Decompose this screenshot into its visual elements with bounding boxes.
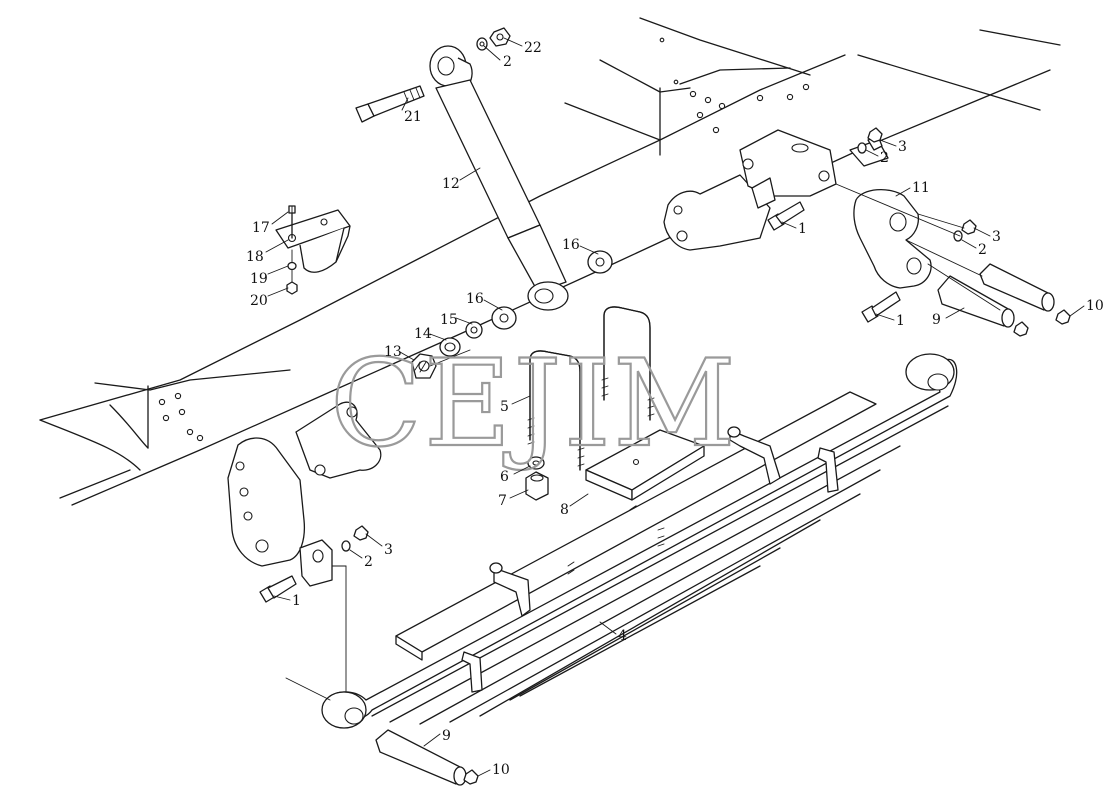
callout-19: 19	[250, 271, 268, 287]
washer-16-upper	[587, 250, 613, 274]
watermark: CEJIM	[330, 335, 738, 474]
callout-3-right-mid: 3	[992, 229, 1001, 245]
callout-1-left: 1	[292, 593, 301, 609]
callout-1-upper-right: 1	[798, 221, 807, 237]
callout-16-upper: 16	[562, 237, 580, 253]
washer-16-lower	[491, 306, 517, 330]
callout-2-top: 2	[503, 54, 512, 70]
nut-3-washer-2-right-top	[857, 127, 883, 154]
bracket-17-20	[275, 205, 351, 295]
callout-13: 13	[384, 344, 402, 360]
callout-8: 8	[560, 502, 569, 518]
spring-clip-3	[727, 426, 781, 485]
callout-18: 18	[246, 249, 264, 265]
spring-pin-9-left	[375, 729, 467, 786]
callout-21: 21	[404, 109, 422, 125]
callout-16-lower: 16	[466, 291, 484, 307]
callout-17: 17	[252, 220, 270, 236]
nut-3-washer-2-left	[341, 525, 369, 552]
spring-pin-9-right	[937, 263, 1055, 328]
nut-10-left	[463, 769, 479, 785]
callout-20: 20	[250, 293, 268, 309]
u-bolt-5	[527, 306, 655, 471]
nut-22-washer-2	[476, 27, 511, 51]
callout-3-left: 3	[384, 542, 393, 558]
callout-12: 12	[442, 176, 460, 192]
bolt-21	[355, 85, 425, 123]
nut-7	[525, 471, 549, 501]
nut-3-washer-2-right-mid	[953, 219, 977, 242]
front-hanger-bracket	[227, 401, 382, 587]
nut-13	[411, 353, 437, 379]
assembly-lines	[285, 183, 1001, 701]
washer-14	[439, 337, 461, 357]
spring-clip-1	[489, 562, 531, 617]
callout-10-right: 10	[1086, 298, 1104, 314]
callout-2-right-top: 2	[880, 150, 889, 166]
callout-22: 22	[524, 40, 542, 56]
callout-9-right: 9	[932, 312, 941, 328]
rear-hanger-bracket	[663, 129, 837, 251]
shackle-11	[853, 189, 932, 289]
callout-2-left: 2	[364, 554, 373, 570]
callout-14: 14	[414, 326, 432, 342]
callout-3-right-top: 3	[898, 139, 907, 155]
spring-clip-4	[817, 447, 839, 493]
callout-15: 15	[440, 312, 458, 328]
callout-6: 6	[500, 469, 509, 485]
callout-2-right-mid: 2	[978, 242, 987, 258]
washer-6	[527, 456, 545, 470]
callout-10-left: 10	[492, 762, 510, 778]
callout-labels: 21 22 2 12 17 18 19 20 16 16 15 14 13 5 …	[246, 40, 1104, 778]
washer-15	[465, 321, 483, 339]
callout-4: 4	[618, 628, 627, 644]
callout-5: 5	[500, 399, 509, 415]
callout-7: 7	[498, 493, 507, 509]
frame-rail	[39, 17, 1061, 506]
callout-1-lower-right: 1	[896, 313, 905, 329]
bolt-1-lower-right	[861, 291, 901, 323]
spring-clip-2	[461, 651, 483, 693]
leader-lines	[265, 37, 1085, 777]
bolt-1-left	[259, 575, 297, 603]
callout-9-left: 9	[442, 728, 451, 744]
callout-11: 11	[912, 180, 930, 196]
nut-10-right	[1013, 309, 1071, 337]
shock-absorber	[429, 45, 569, 311]
bolt-1-upper-right	[767, 201, 805, 231]
